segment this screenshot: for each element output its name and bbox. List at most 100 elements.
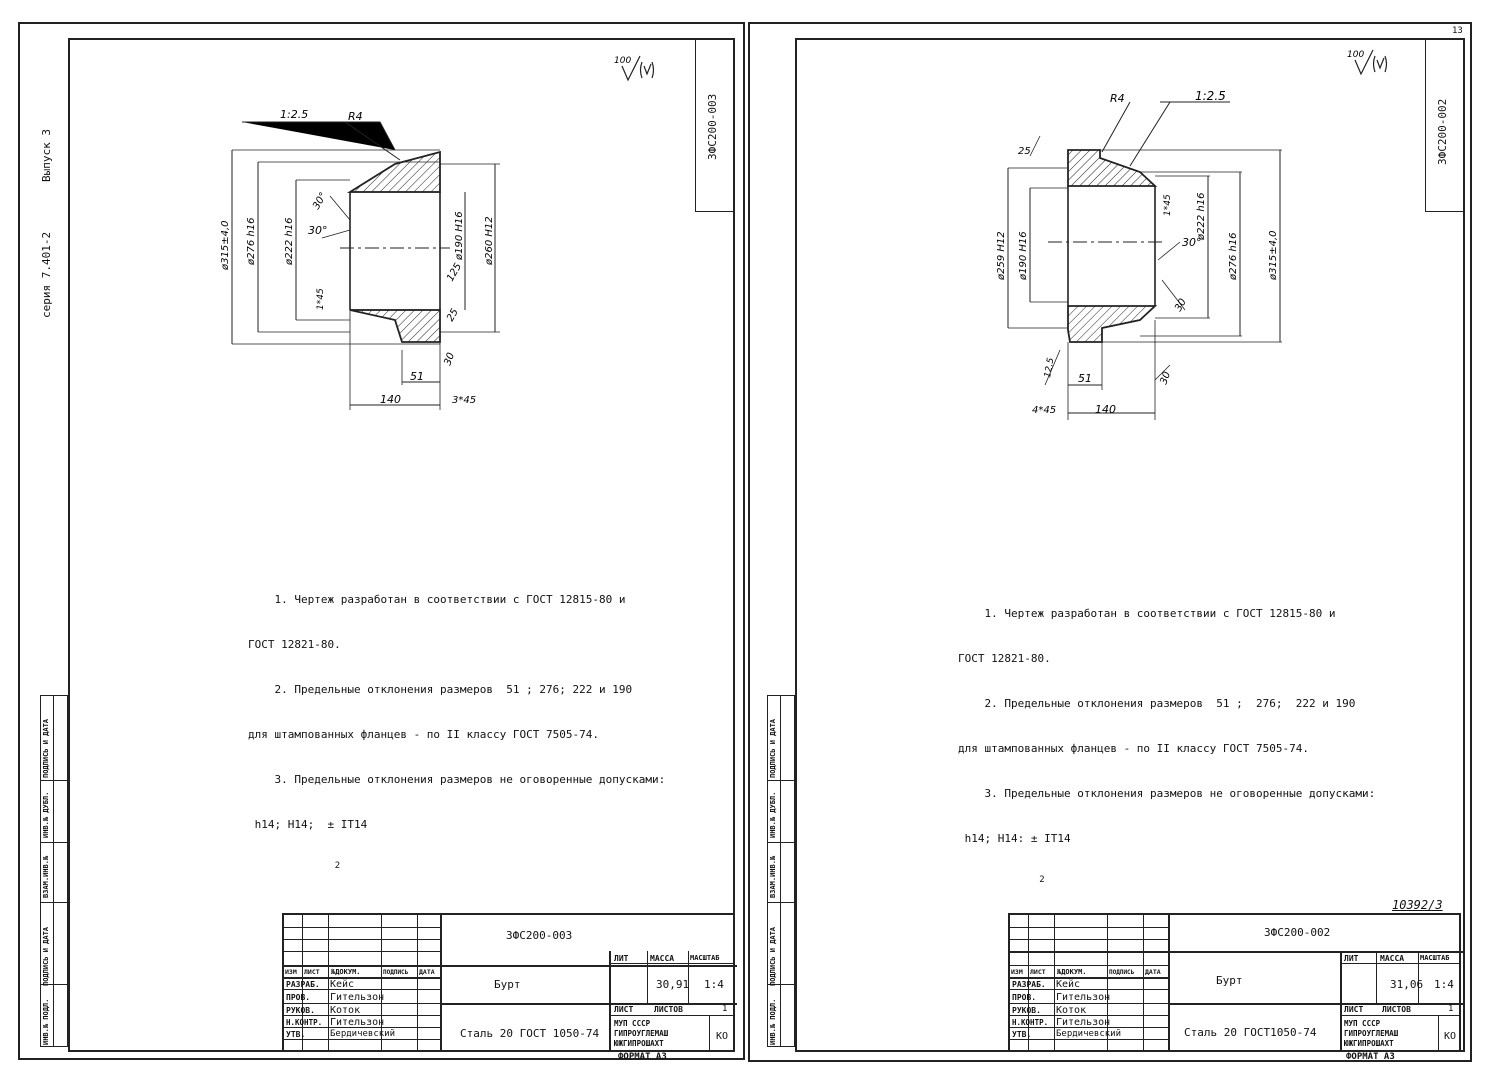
- right-dim-d222: ø222 h16: [1196, 193, 1207, 241]
- left-head-sign: ПОДПИСЬ: [383, 969, 409, 976]
- left-code-ko: КО: [716, 1031, 729, 1042]
- right-side-label-inv: ИНВ.№ ПОДЛ.: [769, 998, 777, 1045]
- left-head-izm: ИЗМ: [285, 968, 297, 976]
- left-note-line: ГОСТ 12821-80.: [248, 638, 341, 651]
- right-sheet: [748, 22, 1472, 1062]
- right-note-line: 2: [958, 875, 1045, 885]
- right-org: МУП СССР ГИПРОУГЛЕМАШ ЮЖГИПРОШАХТ: [1344, 1019, 1399, 1048]
- left-note-line: для штампованных фланцев - по II классу …: [248, 728, 599, 741]
- left-person: Гительзон: [330, 1017, 385, 1028]
- right-role: Н.КОНТР.: [1012, 1018, 1049, 1027]
- right-dim-30: 30: [1173, 297, 1189, 314]
- right-side-label-dubl: ИНВ.№ ДУБЛ.: [769, 791, 777, 838]
- left-side-label-vzam: ВЗАМ.ИНВ.№: [42, 855, 50, 898]
- left-sheets-label: ЛИСТОВ: [654, 1005, 683, 1014]
- left-format-label: ФОРМАТ A3: [618, 1052, 667, 1062]
- left-dim-125: 125: [445, 261, 464, 283]
- right-taper-label: 1:2.5: [1195, 89, 1226, 103]
- right-angle-30: 30°: [1182, 236, 1202, 249]
- left-side-label-sign2: ПОДПИСЬ И ДАТА: [42, 718, 50, 778]
- left-dim-51: 51: [410, 370, 424, 383]
- left-taper-label: 1:2.5: [280, 108, 308, 121]
- left-role: УТВ.: [286, 1030, 306, 1039]
- right-dim-30b: 30: [1158, 370, 1173, 386]
- left-scale-label: МАСШТАБ: [690, 954, 720, 962]
- right-sheets-label: ЛИСТОВ: [1382, 1005, 1411, 1014]
- left-person: Бердичевский: [330, 1029, 396, 1039]
- left-scale-value: 1:4: [704, 978, 724, 991]
- left-side-label-dubl: ИНВ.№ ДУБЛ.: [42, 791, 50, 838]
- right-title-block: 3ФС200-002 Бурт Сталь 20 ГОСТ1050-74 ЛИТ…: [1008, 913, 1463, 1052]
- left-dim-d222: ø222 h16: [284, 218, 295, 266]
- left-person: Гительзон: [330, 992, 385, 1003]
- right-side-label-sign1: ПОДПИСЬ И ДАТА: [769, 926, 777, 986]
- right-person: Гительзон: [1056, 1017, 1111, 1028]
- right-dim-25: 25: [1018, 146, 1031, 157]
- left-code-box: [695, 38, 735, 212]
- left-sheets-value: 1: [722, 1004, 728, 1014]
- right-side-stamp: [767, 695, 795, 1047]
- right-roughness-value: 100: [1347, 50, 1364, 60]
- right-sheets-value: 1: [1448, 1004, 1454, 1014]
- left-sheet-label: ЛИСТ: [614, 1005, 634, 1014]
- left-role: РАЗРАБ.: [286, 980, 320, 989]
- right-note-line: 2. Предельные отклонения размеров 51 ; 2…: [958, 697, 1356, 710]
- right-role: РУКОВ.: [1012, 1006, 1041, 1015]
- right-dim-1x45: 1*45: [1163, 194, 1173, 216]
- right-note-line: 3. Предельные отклонения размеров не ого…: [958, 787, 1376, 800]
- right-note-line: для штампованных фланцев - по II классу …: [958, 742, 1309, 755]
- left-part-drawing: 1:2.5 R4 140 51 3*45 30 25 125 30° 30° ø…: [220, 108, 500, 410]
- left-title-block: 3ФС200-003 Бурт Сталь 20 ГОСТ 1050-74 ЛИ…: [282, 913, 737, 1052]
- left-role: РУКОВ.: [286, 1006, 315, 1015]
- left-angle-30a: 30°: [308, 224, 328, 237]
- left-org: МУП СССР ГИПРОУГЛЕМАШ ЮЖГИПРОШАХТ: [614, 1019, 669, 1048]
- right-person: Гительзон: [1056, 992, 1111, 1003]
- left-head-date: ДАТА: [419, 968, 435, 976]
- left-role: Н.КОНТР.: [286, 1018, 323, 1027]
- right-dim-d315: ø315±4,0: [1268, 231, 1279, 282]
- right-part-name: Бурт: [1216, 974, 1243, 987]
- left-radius-label: R4: [348, 110, 363, 123]
- left-role: ПРОВ.: [286, 993, 311, 1002]
- right-page-number: 13: [1452, 26, 1463, 36]
- right-doc-code: 3ФС200-002: [1264, 926, 1331, 939]
- left-person: Коток: [330, 1005, 361, 1016]
- right-lit-label: ЛИТ: [1344, 954, 1359, 963]
- right-roughness-symbol: 100: [1347, 49, 1388, 76]
- left-note-line: h14; H14; ± IT14: [248, 818, 368, 831]
- left-material: Сталь 20 ГОСТ 1050-74: [460, 1027, 600, 1040]
- left-series-label: серия 7.401-2: [40, 231, 53, 318]
- right-note-line: h14; H14: ± IT14: [958, 832, 1071, 845]
- right-side-label-vzam: ВЗАМ.ИНВ.№: [769, 855, 777, 898]
- right-dim-d259: ø259 H12: [996, 231, 1007, 281]
- left-dim-d276: ø276 h16: [246, 218, 257, 266]
- left-dim-25: 25: [445, 307, 461, 324]
- right-dim-4x45: 4*45: [1032, 405, 1056, 416]
- right-sheet-label: ЛИСТ: [1344, 1005, 1364, 1014]
- left-note-line: 2: [248, 861, 341, 871]
- left-side-label-inv: ИНВ.№ ПОДЛ.: [42, 998, 50, 1045]
- left-person: Кейс: [330, 979, 355, 990]
- left-angle-30b: 30°: [311, 191, 329, 212]
- right-code-box: [1425, 38, 1465, 212]
- left-mass-label: МАССА: [650, 954, 675, 963]
- left-dim-1x45: 1*45: [316, 288, 326, 310]
- left-note-line: 2. Предельные отклонения размеров 51 ; 2…: [248, 683, 633, 696]
- right-head-date: ДАТА: [1145, 968, 1161, 976]
- left-head-list: ЛИСТ: [304, 968, 320, 976]
- right-radius-label: R4: [1110, 92, 1125, 105]
- right-scale-label: МАСШТАБ: [1420, 954, 1450, 962]
- left-roughness-value: 100: [614, 56, 631, 66]
- left-note-line: 1. Чертеж разработан в соответствии с ГО…: [248, 593, 626, 606]
- right-material: Сталь 20 ГОСТ1050-74: [1184, 1026, 1317, 1039]
- right-role: УТВ.: [1012, 1030, 1032, 1039]
- right-head-list: ЛИСТ: [1030, 968, 1046, 976]
- right-note-line: ГОСТ 12821-80.: [958, 652, 1051, 665]
- right-dim-140: 140: [1095, 403, 1116, 416]
- right-mass-label: МАССА: [1380, 954, 1405, 963]
- right-code-label: 3ФС200-002: [1436, 98, 1449, 165]
- left-head-doc: №ДОКУМ.: [331, 968, 361, 976]
- right-dim-d190: ø190 H16: [1018, 231, 1029, 281]
- right-person: Кейс: [1056, 979, 1081, 990]
- left-dim-30: 30: [442, 351, 457, 367]
